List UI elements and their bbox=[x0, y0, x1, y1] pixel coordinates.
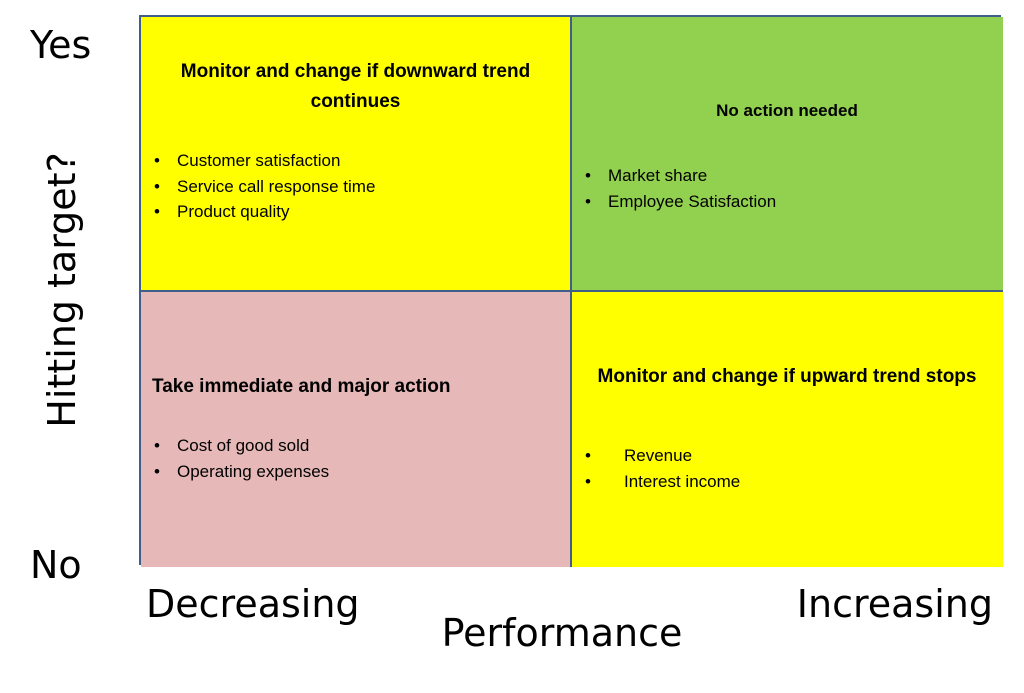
x-axis-increasing-label: Increasing bbox=[796, 582, 993, 626]
quadrant-top-right: No action needed • Market share • Employee… bbox=[572, 17, 1003, 292]
list-item-text: Market share bbox=[608, 166, 708, 185]
bullet-dot: • bbox=[585, 471, 591, 491]
list-item-text: Cost of good sold bbox=[177, 436, 310, 455]
list-item-text: Employee Satisfaction bbox=[608, 191, 777, 211]
bullet-dot: • bbox=[154, 151, 160, 170]
list-item: • Revenue bbox=[585, 443, 740, 469]
list-item-text: Service call response time bbox=[177, 176, 376, 196]
list-item: • Operating expenses bbox=[154, 459, 330, 485]
quadrant-bottom-right: Monitor and change if upward trend stops… bbox=[572, 292, 1003, 567]
y-axis-no-label: No bbox=[30, 543, 82, 587]
list-item: • Market share bbox=[585, 163, 776, 189]
bullet-dot: • bbox=[154, 202, 160, 221]
list-item-text: Interest income bbox=[624, 471, 741, 491]
bullet-list: • Revenue • Interest income bbox=[585, 443, 741, 495]
list-item-text: Product quality bbox=[177, 202, 290, 221]
list-item-text: Operating expenses bbox=[177, 461, 330, 481]
quadrant-matrix: Monitor and change if downward trend con… bbox=[139, 15, 1003, 567]
y-axis-title: Hitting target? bbox=[40, 152, 84, 428]
quadrant-title: Monitor and change if downward trend con… bbox=[180, 61, 531, 112]
bullet-dot: • bbox=[154, 176, 160, 196]
list-item-text: Revenue bbox=[624, 446, 693, 465]
bullet-dot: • bbox=[154, 436, 160, 455]
list-item: • Cost of good sold bbox=[154, 433, 329, 459]
list-item: • Product quality bbox=[154, 199, 375, 225]
list-item: • Service call response time bbox=[154, 174, 376, 200]
quadrant-top-left: Monitor and change if downward trend con… bbox=[141, 17, 572, 292]
quadrant-title: Take immediate and major action bbox=[152, 376, 451, 397]
quadrant-title: Monitor and change if upward trend stops bbox=[597, 366, 977, 387]
y-axis-yes-label: Yes bbox=[30, 23, 92, 67]
bullet-dot: • bbox=[585, 446, 591, 465]
bullet-dot: • bbox=[585, 166, 591, 185]
bullet-list: • Cost of good sold • Operating expenses bbox=[154, 433, 330, 485]
bullet-list: • Market share • Employee Satisfaction bbox=[585, 163, 777, 215]
list-item: • Customer satisfaction bbox=[154, 148, 375, 174]
list-item-text: Customer satisfaction bbox=[177, 151, 341, 170]
bullet-dot: • bbox=[585, 191, 591, 211]
x-axis-decreasing-label: Decreasing bbox=[146, 582, 360, 626]
quadrant-title: No action needed bbox=[716, 101, 858, 120]
bullet-dot: • bbox=[154, 461, 160, 481]
list-item: • Interest income bbox=[585, 469, 741, 495]
x-axis-title: Performance bbox=[441, 611, 683, 655]
list-item: • Employee Satisfaction bbox=[585, 189, 777, 215]
bullet-list: • Customer satisfaction • Service call res… bbox=[154, 148, 376, 225]
quadrant-bottom-left: Take immediate and major action • Cost of… bbox=[141, 292, 572, 567]
